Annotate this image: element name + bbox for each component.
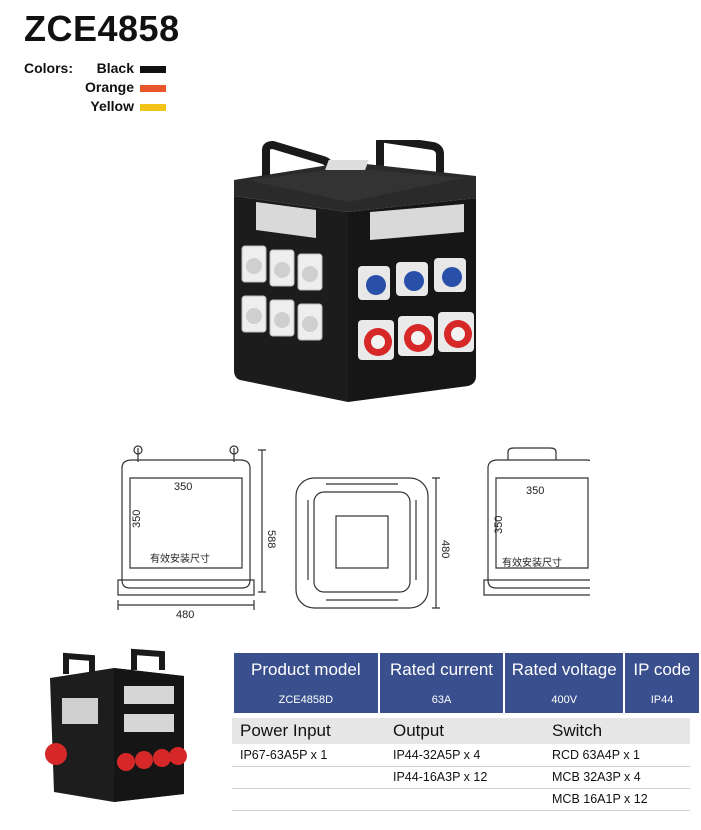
components-row: IP44-16A3P x 12 MCB 32A3P x 4 <box>232 766 690 789</box>
power-input-empty <box>232 766 385 789</box>
section-switch: Switch <box>552 721 603 740</box>
output-item: IP44-16A3P x 12 <box>385 766 544 789</box>
front-width-label: 350 <box>174 481 192 493</box>
side-height-label: 350 <box>493 516 505 534</box>
product-title: ZCE4858 <box>24 8 180 49</box>
top-depth-label: 480 <box>439 540 451 558</box>
spec-table: Product model Rated current Rated voltag… <box>232 653 701 713</box>
front-note-label: 有效安装尺寸 <box>150 552 210 565</box>
header-ip-code: IP code <box>625 653 699 687</box>
switch-item: MCB 32A3P x 4 <box>544 766 690 789</box>
front-height-label: 350 <box>131 510 143 528</box>
switch-item: MCB 16A1P x 12 <box>544 788 690 811</box>
components-header-row: Power Input Output Switch <box>232 718 690 744</box>
side-width-label: 350 <box>526 485 544 497</box>
color-name-yellow: Yellow <box>90 98 134 114</box>
components-row: MCB 16A1P x 12 <box>232 788 690 811</box>
value-rated-voltage: 400V <box>505 687 624 713</box>
side-note-label: 有效安装尺寸 <box>502 556 562 569</box>
spec-header-row: Product model Rated current Rated voltag… <box>234 653 699 687</box>
spec-values-row: ZCE4858D 63A 400V IP44 <box>234 687 699 713</box>
header-product-model: Product model <box>234 653 378 687</box>
front-base-width-label: 480 <box>176 609 194 620</box>
section-power-input: Power Input <box>240 721 331 740</box>
colors-label: Colors: <box>24 60 73 76</box>
output-item: IP44-32A5P x 4 <box>385 744 544 767</box>
switch-item: RCD 63A4P x 1 <box>544 744 690 767</box>
header-rated-voltage: Rated voltage <box>505 653 624 687</box>
color-name-orange: Orange <box>84 79 134 95</box>
front-overall-height-label: 588 <box>265 530 277 548</box>
header-rated-current: Rated current <box>379 653 504 687</box>
section-output: Output <box>393 721 445 740</box>
power-input-empty <box>232 788 385 811</box>
output-empty <box>385 788 544 811</box>
value-product-model: ZCE4858D <box>234 687 378 713</box>
components-row: IP67-63A5P x 1 IP44-32A5P x 4 RCD 63A4P … <box>232 744 690 767</box>
color-name-black: Black <box>96 60 134 76</box>
product-thumbnail <box>45 648 187 802</box>
value-rated-current: 63A <box>379 687 504 713</box>
color-swatch-black <box>140 66 166 73</box>
colors-legend: Colors: Black Orange Yellow <box>24 60 174 117</box>
value-ip-code: IP44 <box>625 687 699 713</box>
power-input-item: IP67-63A5P x 1 <box>232 744 385 767</box>
color-swatch-orange <box>140 85 166 92</box>
product-image <box>234 140 476 402</box>
technical-drawings: 350 350 有效安装尺寸 480 588 480 350 350 有效安装尺… <box>117 445 590 620</box>
components-table: Power Input Output Switch IP67-63A5P x 1… <box>232 718 690 811</box>
color-swatch-yellow <box>140 104 166 111</box>
